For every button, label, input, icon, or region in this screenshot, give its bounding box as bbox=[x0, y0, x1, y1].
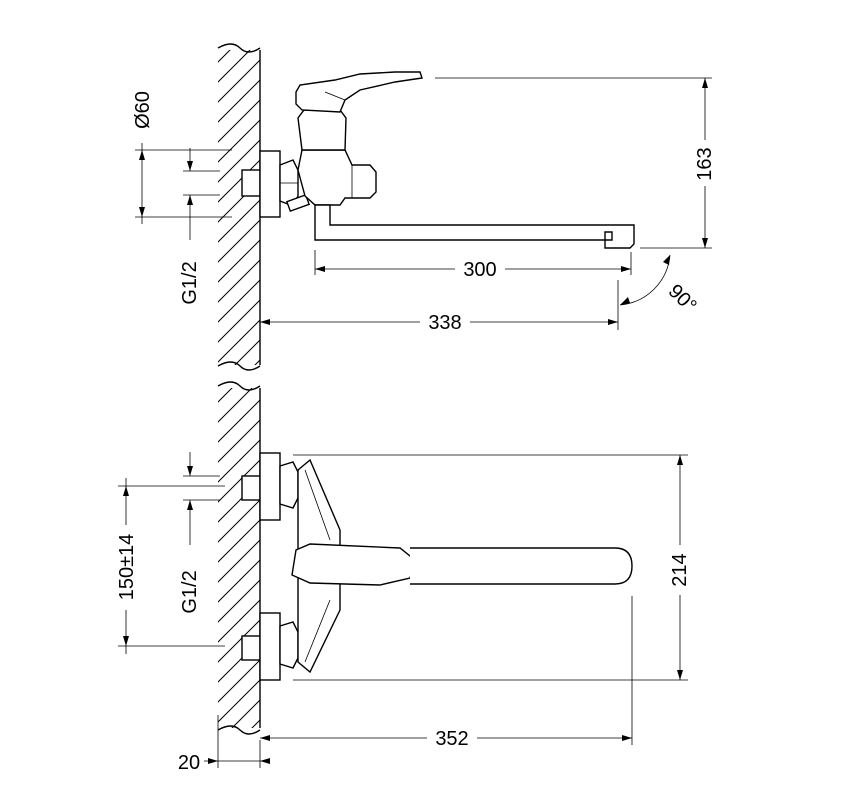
dim-height-front-label: 214 bbox=[669, 553, 691, 586]
wall-section-front bbox=[217, 381, 261, 735]
dimension-reach-front: 352 bbox=[260, 596, 633, 750]
dim-wall-label: 20 bbox=[178, 752, 200, 774]
wall-section-top bbox=[217, 43, 261, 371]
dimension-height-front: 214 bbox=[293, 454, 692, 681]
dim-thread-top-label: G1/2 bbox=[179, 261, 201, 304]
dimension-height-top: 163 bbox=[435, 77, 717, 249]
dim-spacing-label: 150±14 bbox=[116, 534, 138, 601]
dim-height-top-label: 163 bbox=[694, 147, 716, 180]
dimension-thread-front: G1/2 bbox=[179, 452, 220, 614]
dimension-spout: 300 bbox=[314, 250, 632, 281]
top-view: Ø60 G1/2 163 bbox=[132, 43, 717, 371]
front-view: 150±14 G1/2 214 bbox=[114, 381, 692, 774]
dimension-spacing: 150±14 bbox=[114, 478, 225, 654]
dim-diameter-label: Ø60 bbox=[132, 91, 154, 129]
faucet-body-front bbox=[241, 452, 633, 681]
dimension-reach-top: 338 bbox=[260, 280, 619, 334]
dim-angle-label: 90° bbox=[664, 280, 701, 317]
dim-reach-top-label: 338 bbox=[428, 312, 461, 334]
dim-thread-front-label: G1/2 bbox=[179, 570, 201, 613]
dim-spout-label: 300 bbox=[463, 259, 496, 281]
dim-reach-front-label: 352 bbox=[435, 728, 468, 750]
dimension-wall: 20 bbox=[174, 715, 270, 774]
faucet-body-top bbox=[241, 71, 635, 249]
dimension-angle: 90° bbox=[619, 254, 701, 317]
dimension-diameter: Ø60 bbox=[132, 91, 232, 224]
dimension-thread-top: G1/2 bbox=[179, 148, 220, 305]
